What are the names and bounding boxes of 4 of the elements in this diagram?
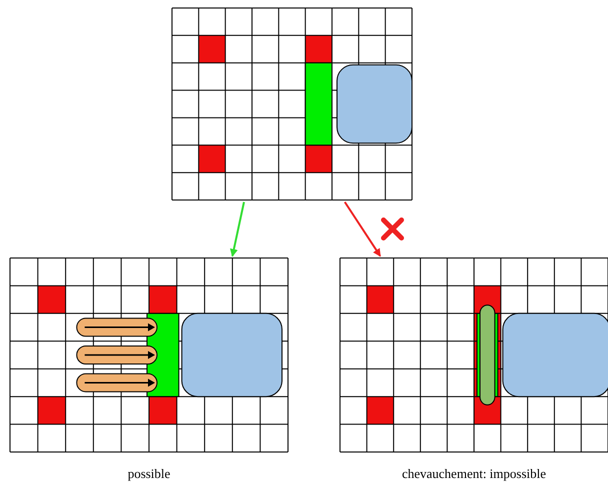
node-label: chevauchement: impossible bbox=[402, 466, 546, 482]
arrow bbox=[344, 201, 382, 257]
node-label: possible bbox=[128, 466, 170, 482]
arrow bbox=[230, 202, 245, 257]
